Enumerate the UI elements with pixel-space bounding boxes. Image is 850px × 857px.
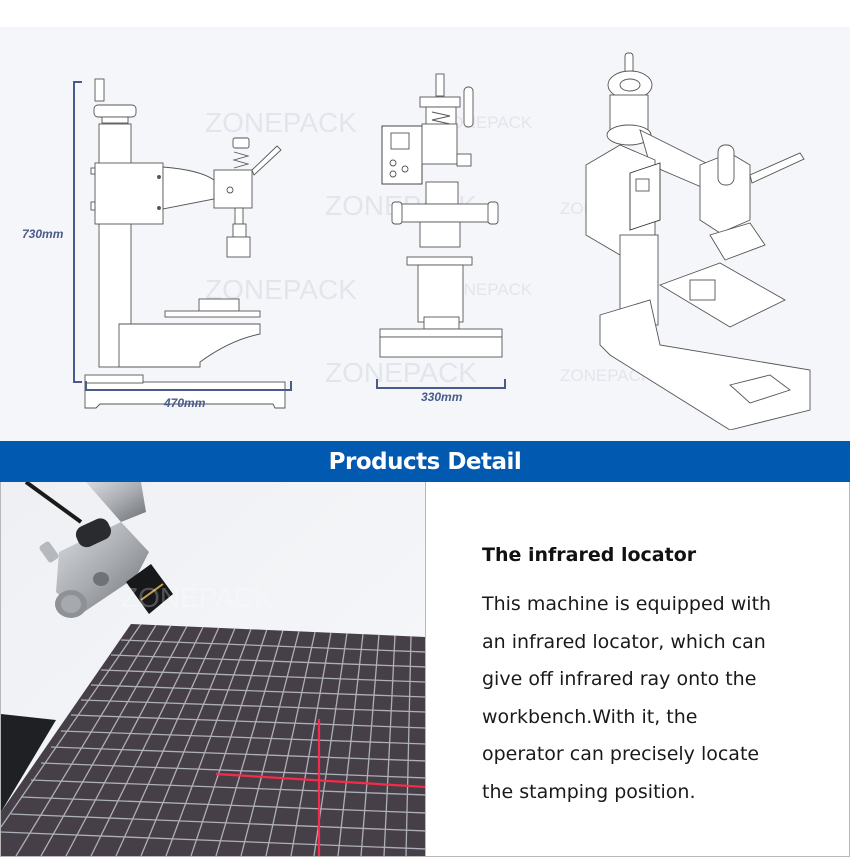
side-view-drawing xyxy=(84,78,286,409)
feature-description-panel: The infrared locator This machine is equ… xyxy=(427,482,849,856)
feature-line: an infrared locator, which can xyxy=(482,630,766,653)
product-detail-section: ZONEPACK The infrared locator This machi… xyxy=(0,482,850,857)
height-dimension-line xyxy=(73,81,75,383)
feature-description: This machine is equipped with an infrare… xyxy=(482,586,832,811)
height-dimension-label: 730mm xyxy=(22,227,64,241)
width-dimension-tick xyxy=(85,381,87,390)
feature-title: The infrared locator xyxy=(482,544,697,566)
front-view-drawing xyxy=(379,73,503,358)
watermark: ZONEPACK xyxy=(325,357,477,388)
watermark: ZONEPACK xyxy=(205,107,357,138)
watermark: ZONEPACK xyxy=(440,113,533,132)
width-dimension-label: 470mm xyxy=(164,396,206,410)
height-dimension-tick xyxy=(73,81,82,83)
section-banner: Products Detail xyxy=(0,441,850,482)
width-dimension-line xyxy=(85,389,292,391)
height-dimension-tick xyxy=(73,381,82,383)
depth-dimension-line xyxy=(376,387,506,389)
depth-dimension-label: 330mm xyxy=(421,390,463,404)
feature-line: workbench.With it, the xyxy=(482,705,698,728)
feature-line: give off infrared ray onto the xyxy=(482,668,757,690)
watermark: ZONEPACK xyxy=(560,366,653,385)
feature-line: This machine is equipped with xyxy=(482,593,772,615)
depth-dimension-tick xyxy=(504,379,506,388)
section-title: Products Detail xyxy=(328,448,522,475)
depth-dimension-tick xyxy=(376,379,378,388)
feature-line: the stamping position. xyxy=(482,780,696,803)
infrared-locator-image: ZONEPACK xyxy=(1,482,425,856)
technical-drawings-panel: ZONEPACK ZONEPACK ZONEPACK ZONEPACK ZONE… xyxy=(0,27,850,441)
top-margin xyxy=(0,0,850,27)
width-dimension-tick xyxy=(290,381,292,390)
infrared-locator-photo: ZONEPACK xyxy=(1,482,426,856)
feature-line: operator can precisely locate xyxy=(482,743,760,765)
isometric-view-drawing xyxy=(585,52,811,430)
photo-watermark: ZONEPACK xyxy=(121,582,273,613)
